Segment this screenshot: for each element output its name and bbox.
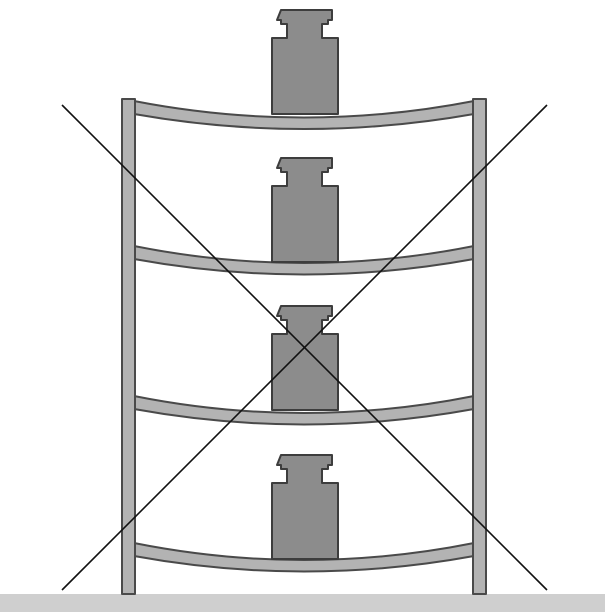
weight-icon [271, 157, 339, 263]
cross-out-mark [61, 104, 548, 591]
weight-icon [271, 454, 339, 560]
left-upright [121, 98, 136, 595]
floor [0, 594, 605, 612]
shelving-unit [121, 98, 487, 595]
weight-third [271, 305, 339, 411]
weight-bottom [271, 454, 339, 560]
weight-icon [271, 305, 339, 411]
cross-line-ascending [61, 104, 548, 591]
right-upright [472, 98, 487, 595]
weight-second [271, 157, 339, 263]
weight-icon [271, 9, 339, 115]
weight-top [271, 9, 339, 115]
